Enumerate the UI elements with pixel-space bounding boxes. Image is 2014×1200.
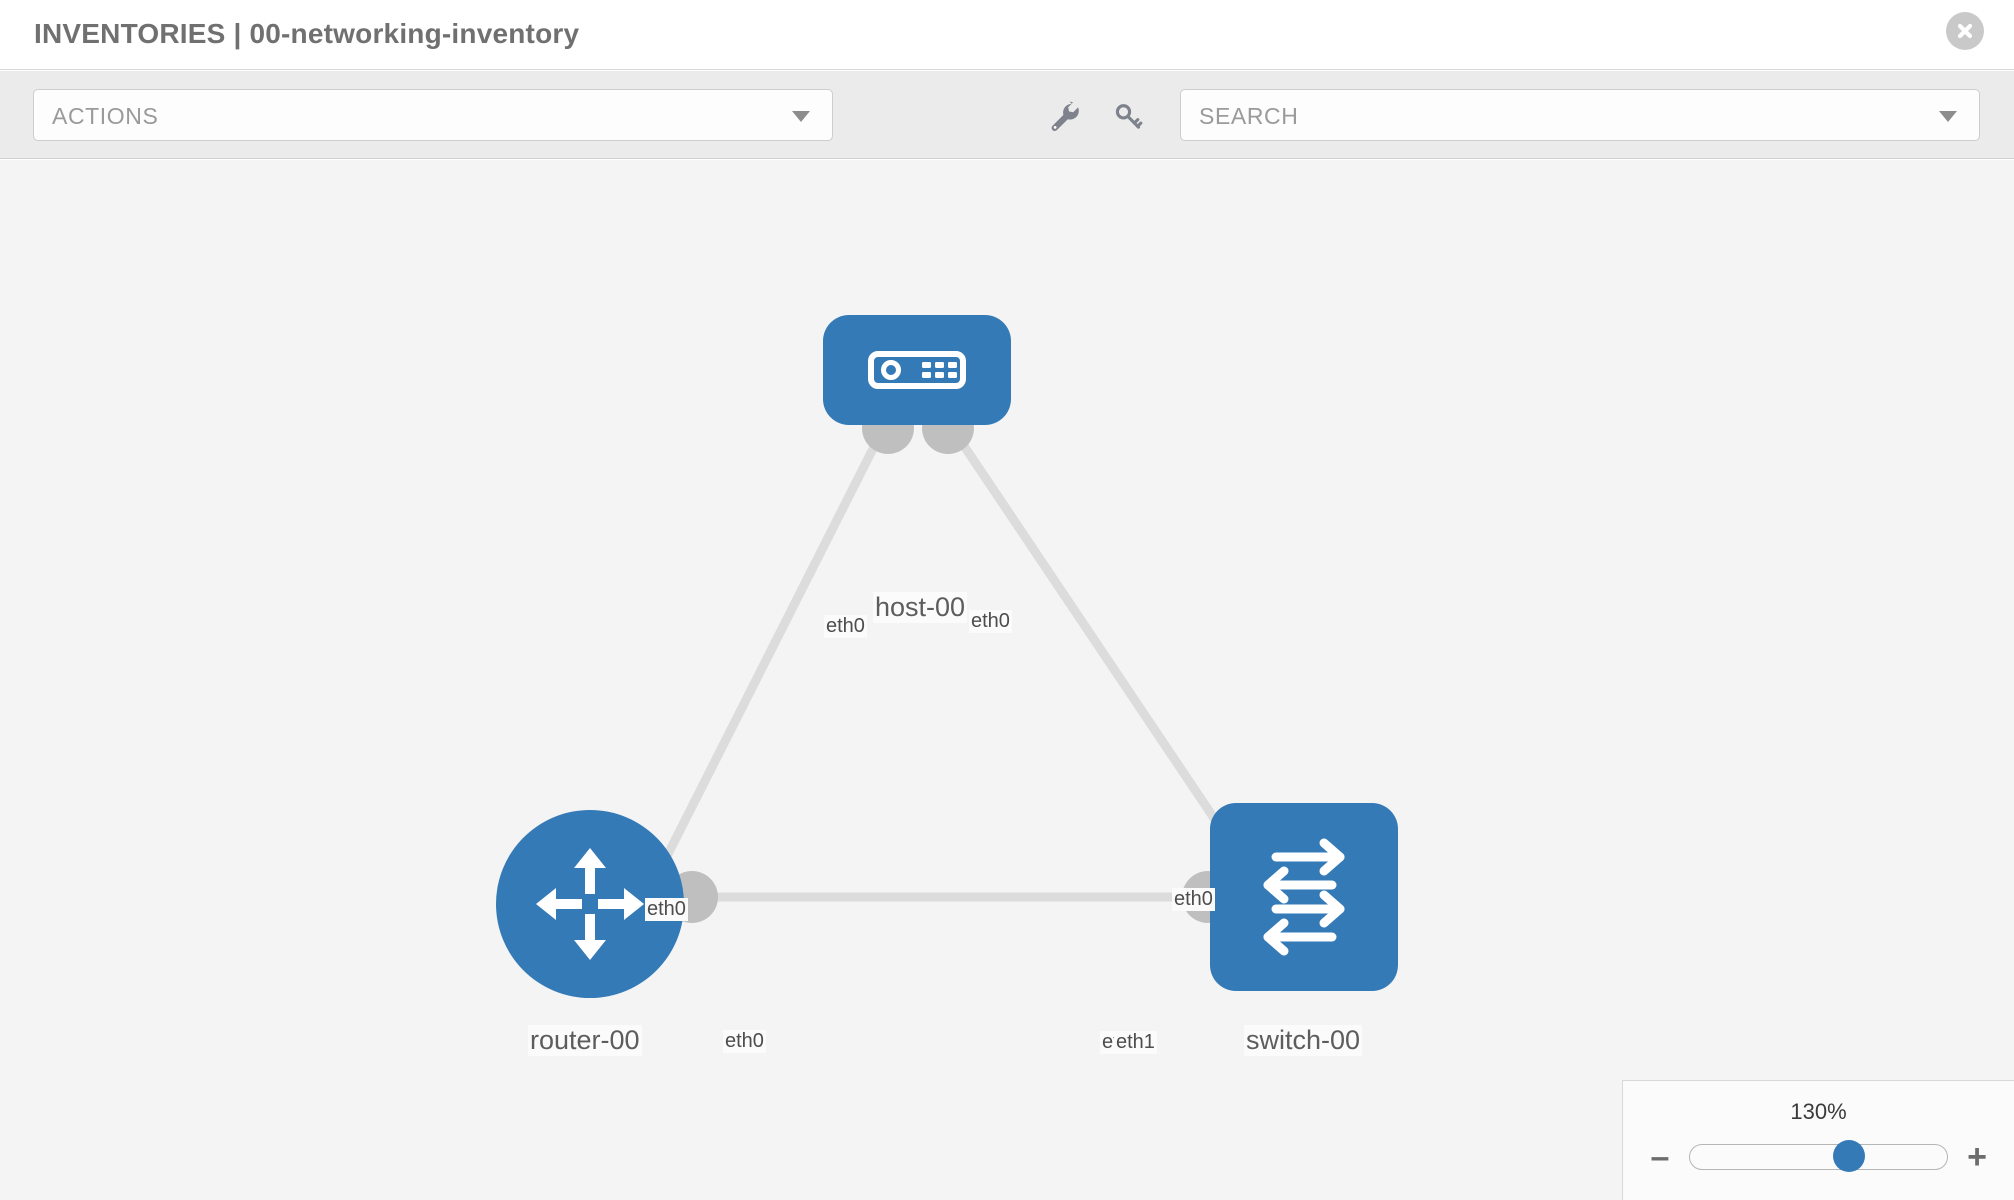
link-host-router (660, 422, 890, 863)
chevron-down-icon (792, 111, 810, 122)
node-label-switch-00: switch-00 (1244, 1025, 1363, 1056)
search-placeholder: SEARCH (1199, 103, 1299, 129)
node-switch-00[interactable] (1210, 803, 1398, 991)
server-icon (868, 351, 966, 389)
interface-label-switch-host: eth0 (1172, 888, 1215, 911)
switch-icon (1263, 838, 1345, 956)
interface-label-host-switch: eth0 (969, 610, 1012, 633)
zoom-percent-label: 130% (1790, 1099, 1847, 1124)
node-label-host-00: host-00 (873, 592, 968, 623)
title-bar: INVENTORIES | 00-networking-inventory (0, 0, 2014, 70)
node-label-router-00: router-00 (528, 1025, 642, 1056)
wrench-icon[interactable] (1045, 97, 1085, 137)
zoom-slider-track[interactable] (1689, 1140, 1948, 1172)
interface-label-switch-router-b: eth1 (1114, 1031, 1157, 1054)
close-icon[interactable] (1946, 12, 1984, 50)
key-icon[interactable] (1108, 97, 1148, 137)
link-host-switch (946, 422, 1236, 848)
interface-label-router-host: eth0 (645, 898, 688, 921)
router-icon (536, 848, 644, 960)
node-host-00[interactable] (823, 315, 1011, 425)
zoom-slider-thumb[interactable] (1833, 1140, 1866, 1172)
toolbar: ACTIONS SEARCH (0, 71, 2014, 159)
interface-label-host-router: eth0 (824, 615, 867, 638)
topology-canvas[interactable]: host-00 router-00 switch-00 eth0 eth0 et… (0, 160, 2014, 1200)
zoom-in-button[interactable]: + (1967, 1138, 1987, 1176)
search-input[interactable]: SEARCH (1180, 89, 1980, 141)
breadcrumb: INVENTORIES | 00-networking-inventory (34, 18, 580, 49)
zoom-out-button[interactable]: – (1650, 1138, 1670, 1176)
interface-label-router-switch: eth0 (723, 1030, 766, 1053)
zoom-slider-row: – + (1643, 1137, 1994, 1177)
topology-links (660, 402, 1263, 923)
zoom-control: 130% – + (1622, 1080, 2014, 1200)
actions-dropdown-label: ACTIONS (52, 103, 159, 129)
actions-dropdown[interactable]: ACTIONS (33, 89, 833, 141)
chevron-down-icon[interactable] (1939, 111, 1957, 122)
